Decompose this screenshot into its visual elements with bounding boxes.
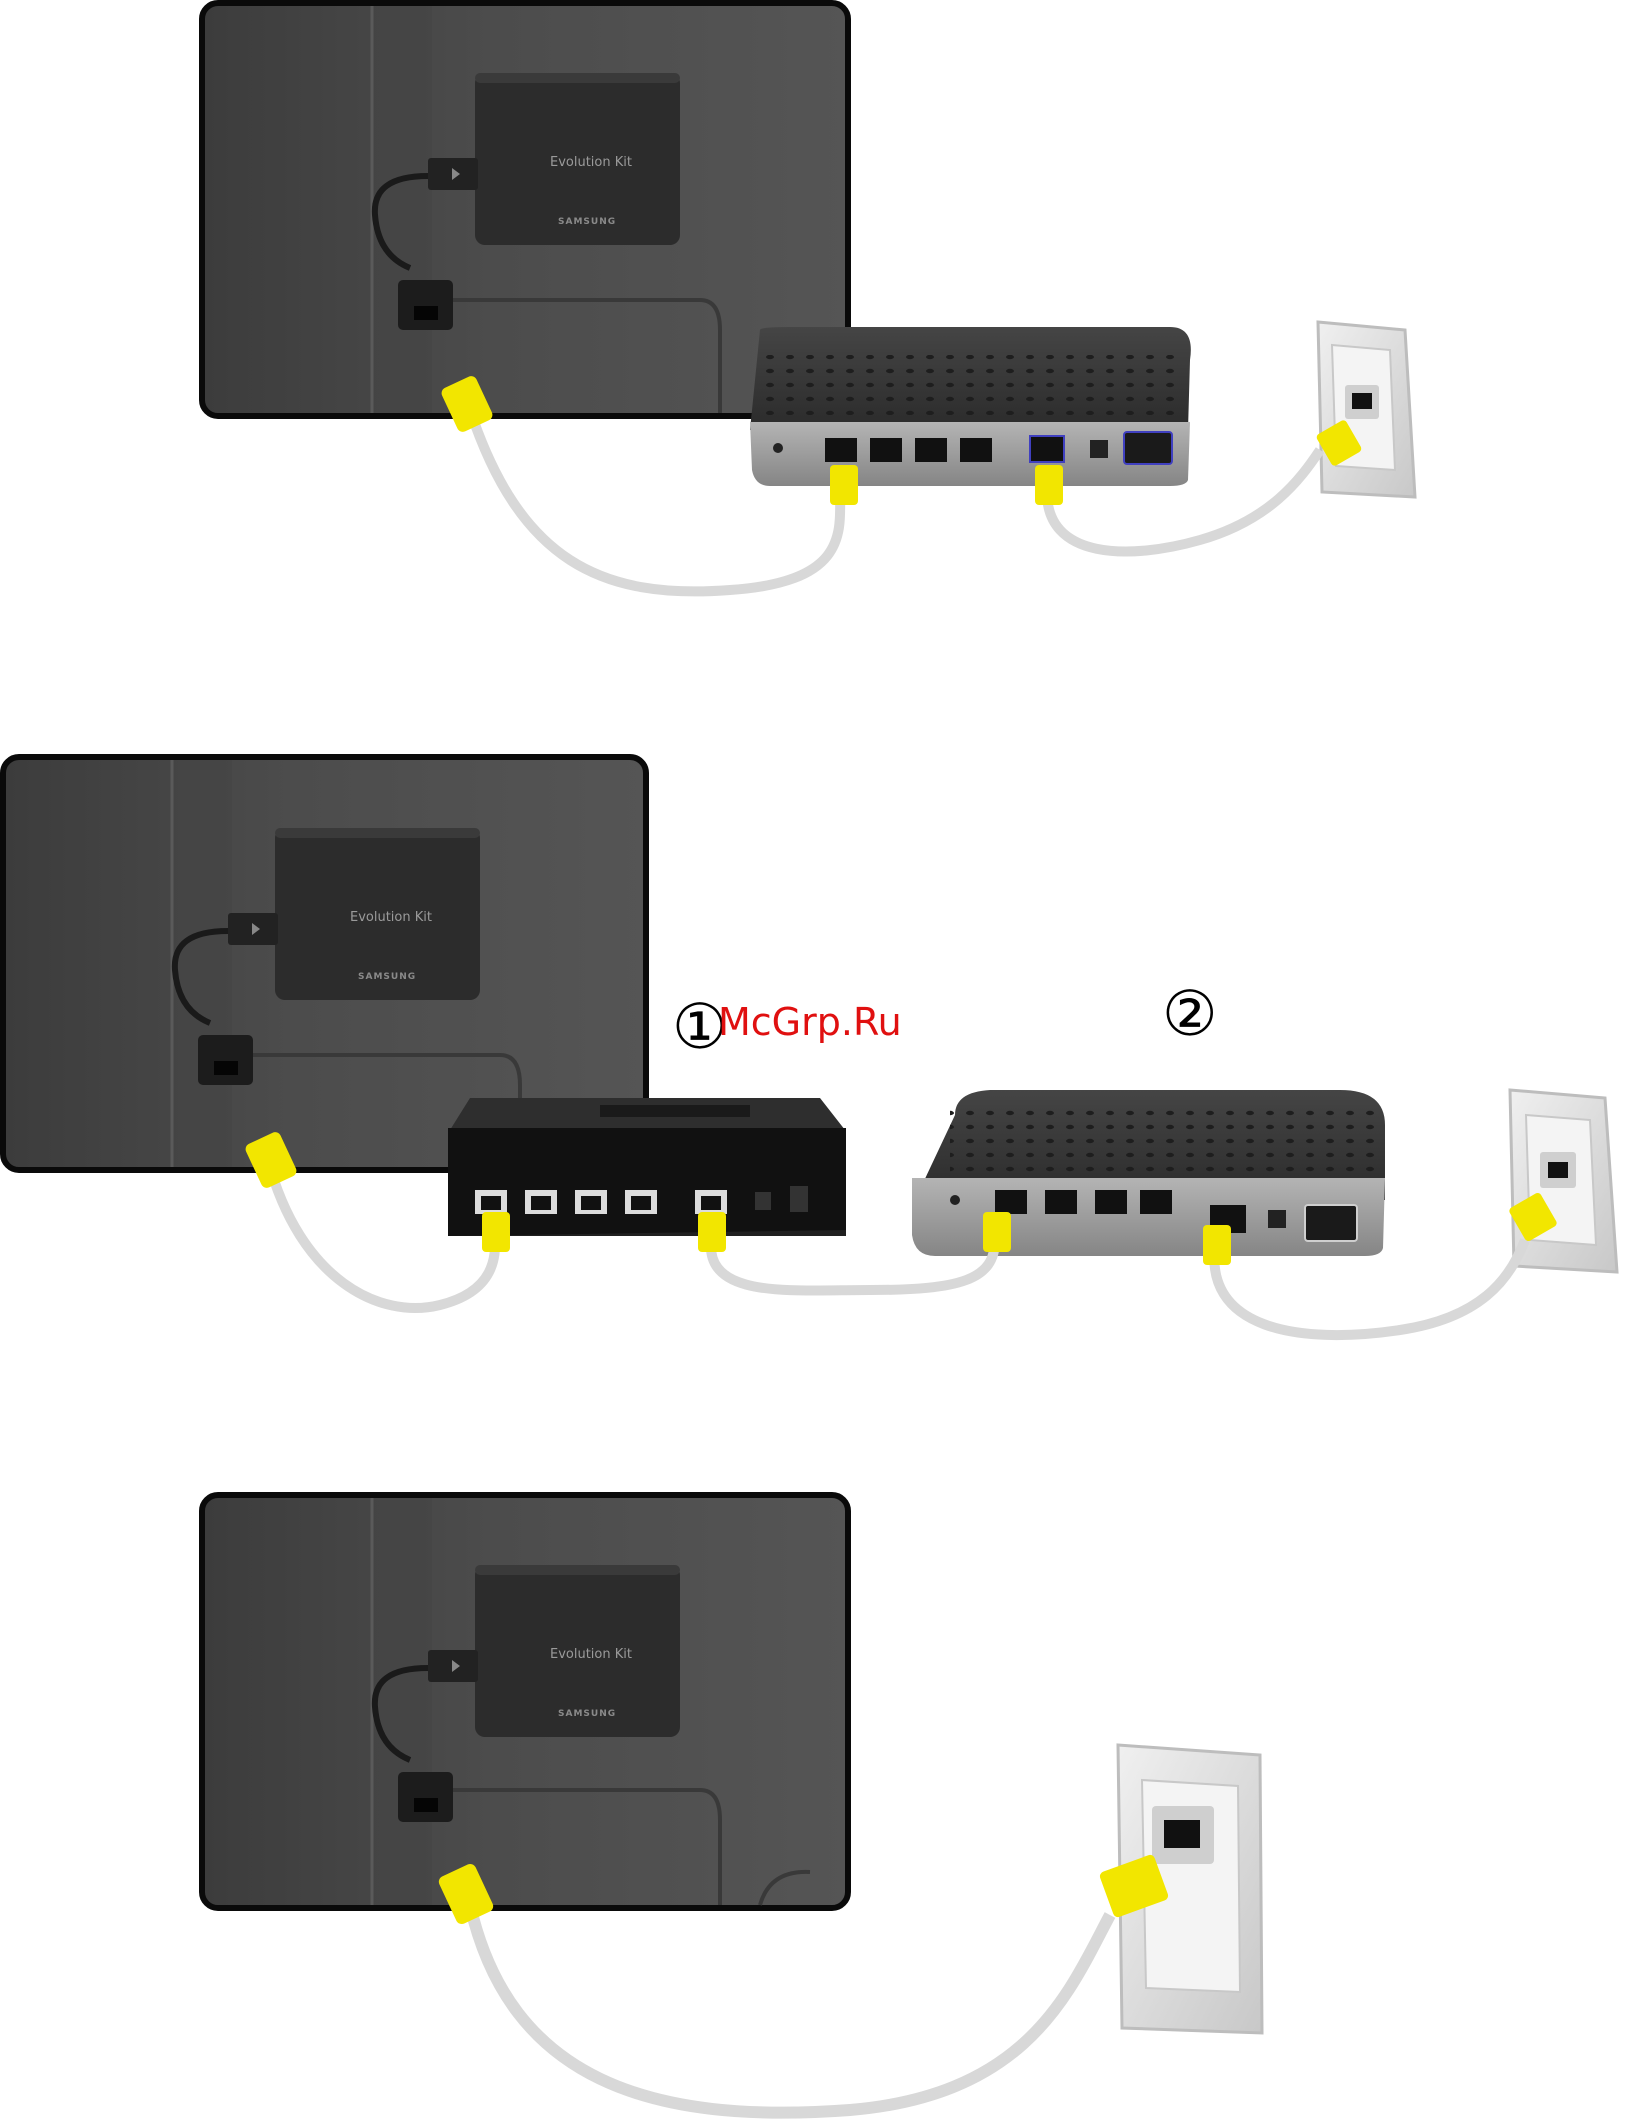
lan-adapter [398, 1772, 453, 1822]
diagram-tv-wall: Evolution Kit SAMSUNG [202, 1495, 1262, 2113]
device-brand: SAMSUNG [558, 1709, 616, 1719]
switch-power-jack [755, 1192, 771, 1210]
wall-jack [1548, 1162, 1568, 1178]
wall-jack [1164, 1820, 1200, 1848]
router-led [773, 443, 783, 453]
router-power-switch [1305, 1205, 1357, 1241]
router [912, 1090, 1385, 1256]
device-label: Evolution Kit [550, 155, 632, 170]
watermark: McGrp.Ru [718, 1000, 902, 1044]
router-led [950, 1195, 960, 1205]
router [750, 327, 1191, 486]
lan-adapter [398, 280, 453, 330]
device-brand: SAMSUNG [558, 217, 616, 227]
diagram-tv-switch-router-wall: Evolution Kit SAMSUNG [3, 757, 1617, 1335]
wall-jack [1352, 393, 1372, 409]
router-power-jack [1268, 1210, 1286, 1228]
step-number-2: ② [1162, 977, 1218, 1050]
diagram-tv-router-wall: Evolution Kit SAMSUNG [202, 3, 1415, 591]
device-brand: SAMSUNG [358, 972, 416, 982]
wall-plate [1318, 322, 1415, 497]
device-label: Evolution Kit [550, 1647, 632, 1662]
router-power-jack [1090, 440, 1108, 458]
switch-power-switch [790, 1186, 808, 1212]
lan-adapter [198, 1035, 253, 1085]
device-label: Evolution Kit [350, 910, 432, 925]
ethernet-cables [470, 1905, 1110, 2113]
router-power-switch [1124, 432, 1172, 464]
router-wan-port [1030, 436, 1064, 462]
